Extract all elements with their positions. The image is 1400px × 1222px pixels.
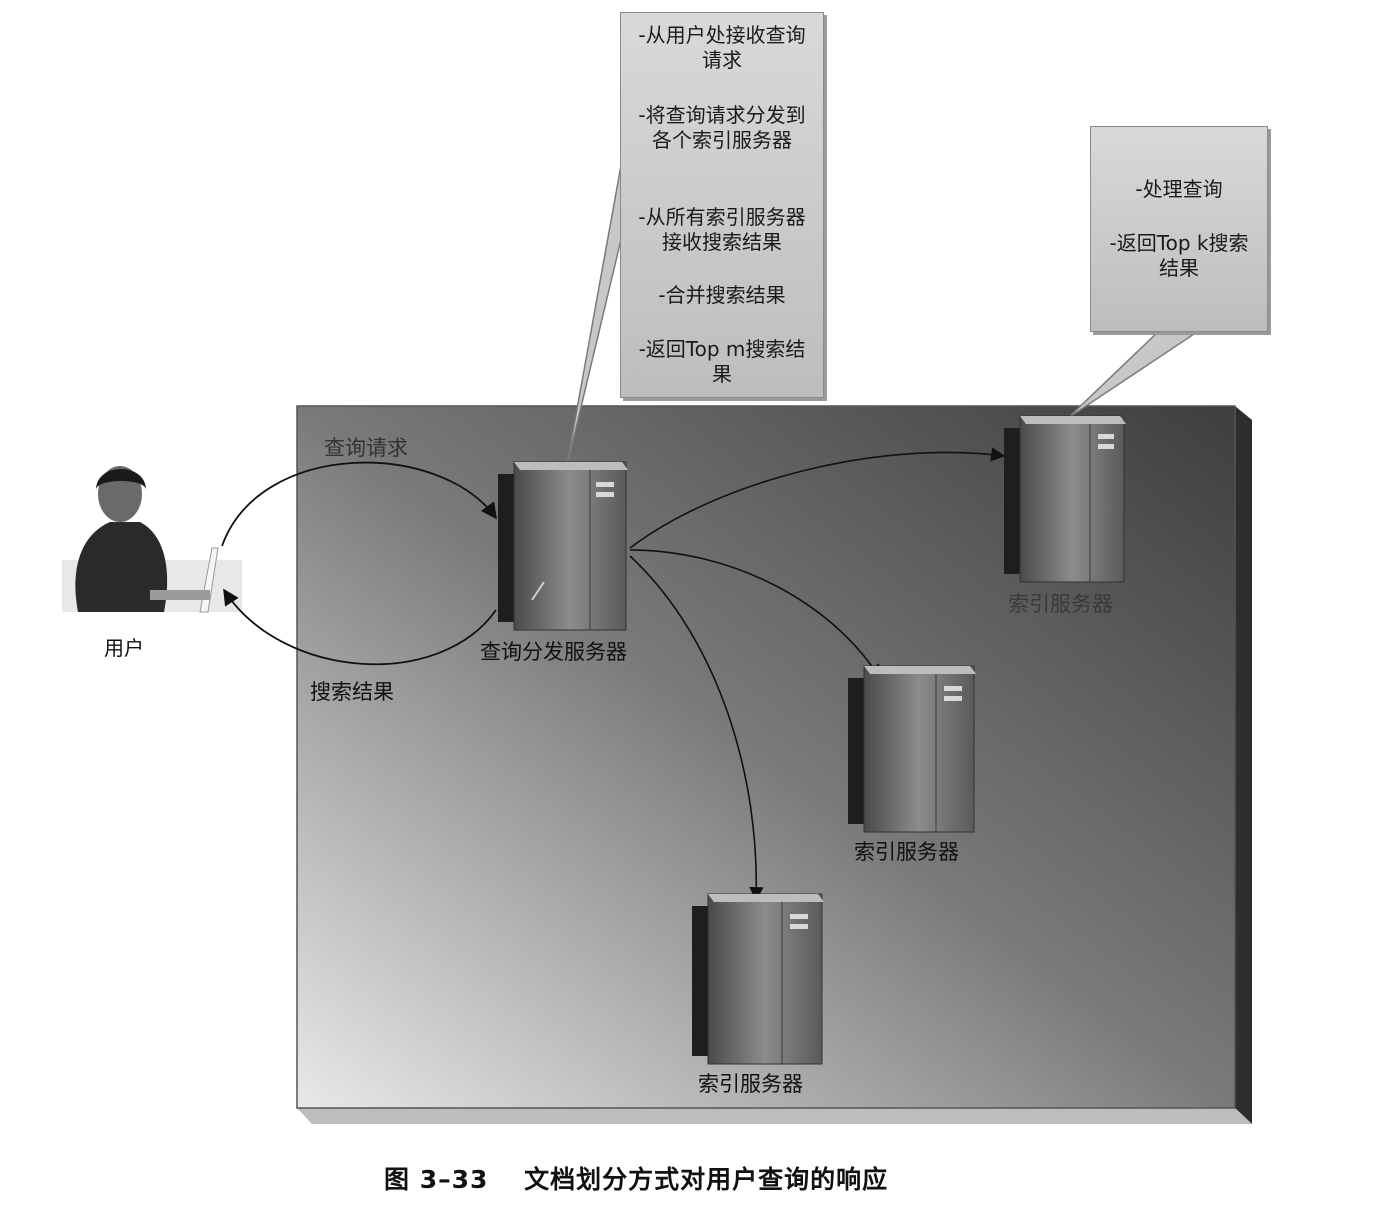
index-server-middle bbox=[848, 665, 976, 833]
index-callout: -处理查询 -返回Top k搜索结果 bbox=[1090, 126, 1268, 332]
user-figure bbox=[62, 466, 242, 613]
dispatch-arrow-middle bbox=[629, 549, 881, 680]
callout-line: -将查询请求分发到各个索引服务器 bbox=[638, 103, 806, 152]
search-results-label: 搜索结果 bbox=[310, 680, 394, 704]
user-label: 用户 bbox=[104, 636, 144, 660]
region-label: 查询请求 bbox=[324, 436, 408, 460]
index-server-label-top-right: 索引服务器 bbox=[1008, 592, 1113, 616]
dispatcher-callout: -从用户处接收查询请求 -将查询请求分发到各个索引服务器 -从所有索引服务器接收… bbox=[620, 12, 824, 398]
dispatcher-server bbox=[498, 461, 628, 631]
search-results-arrow bbox=[223, 588, 497, 666]
callout-line: -从所有索引服务器接收搜索结果 bbox=[638, 205, 806, 254]
index-callout-pointer bbox=[1067, 329, 1203, 419]
figure-caption: 图 3–33 文档划分方式对用户查询的响应 bbox=[384, 1160, 888, 1196]
figure-number: 图 3–33 bbox=[384, 1165, 489, 1194]
index-server-label-middle: 索引服务器 bbox=[854, 840, 959, 864]
query-request-arrow bbox=[221, 461, 497, 547]
callout-line: -处理查询 bbox=[1135, 177, 1223, 201]
callout-line: -从用户处接收查询请求 bbox=[638, 23, 806, 72]
index-server-label-bottom: 索引服务器 bbox=[698, 1072, 803, 1096]
callout-line: -返回Top m搜索结果 bbox=[638, 337, 806, 386]
index-server-bottom bbox=[692, 893, 824, 1065]
dispatch-arrow-top-right bbox=[629, 447, 1006, 549]
callout-line: -返回Top k搜索结果 bbox=[1109, 231, 1249, 280]
dispatch-arrow-bottom bbox=[629, 555, 764, 902]
callout-line: -合并搜索结果 bbox=[658, 283, 786, 307]
figure-title: 文档划分方式对用户查询的响应 bbox=[524, 1165, 889, 1194]
dispatcher-label: 查询分发服务器 bbox=[480, 640, 627, 664]
index-server-top-right bbox=[1004, 415, 1126, 583]
